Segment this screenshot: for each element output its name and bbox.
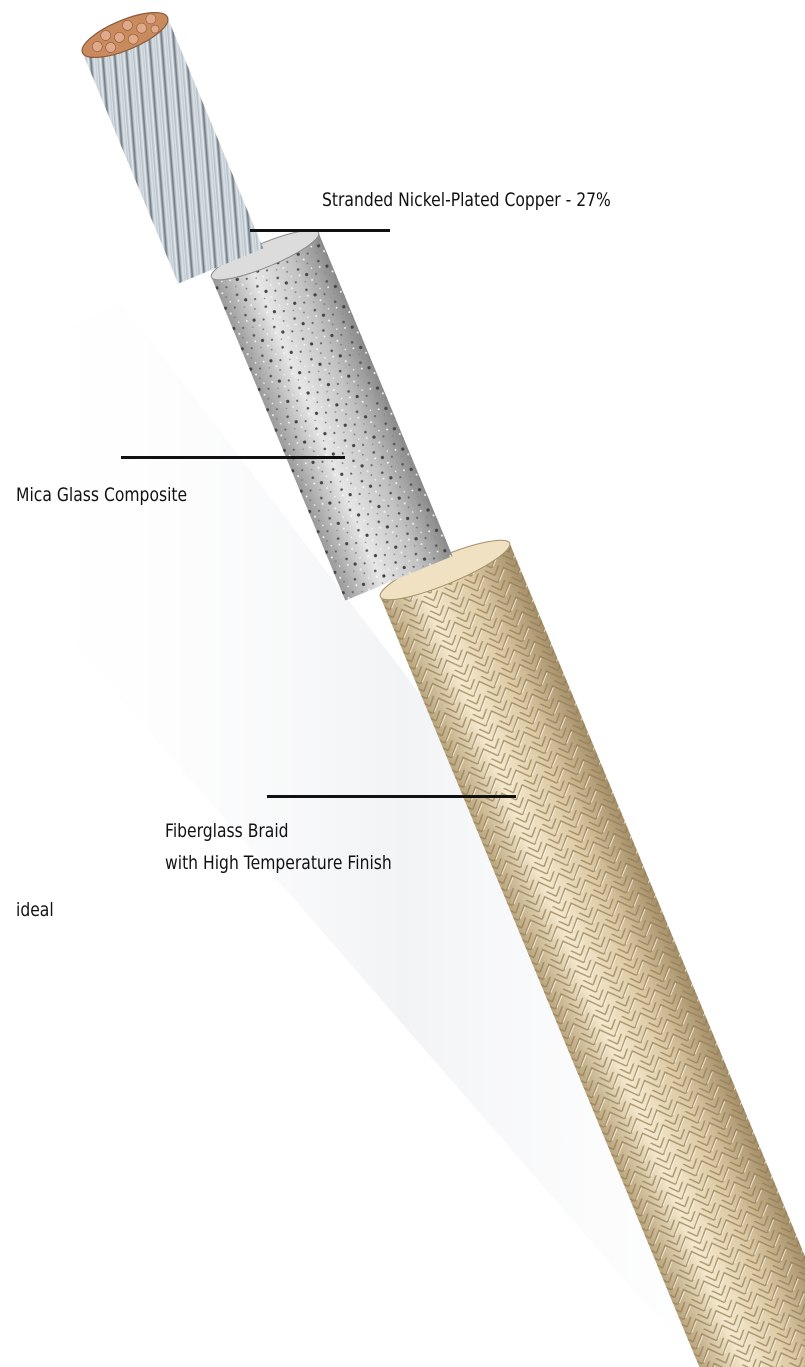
insulation-leader-line [121, 456, 345, 459]
conductor-leader-line [250, 229, 390, 232]
braid-leader-line [267, 795, 516, 798]
conductor-segment [77, 4, 263, 284]
conductor-label: Stranded Nickel-Plated Copper - 27% [322, 186, 611, 214]
insulation-label: Mica Glass Composite [16, 481, 187, 509]
braid-label-line2: with High Temperature Finish [165, 849, 392, 877]
stray-label-ideal: ideal [16, 896, 54, 924]
braid-label-line1: Fiberglass Braid [165, 817, 289, 845]
